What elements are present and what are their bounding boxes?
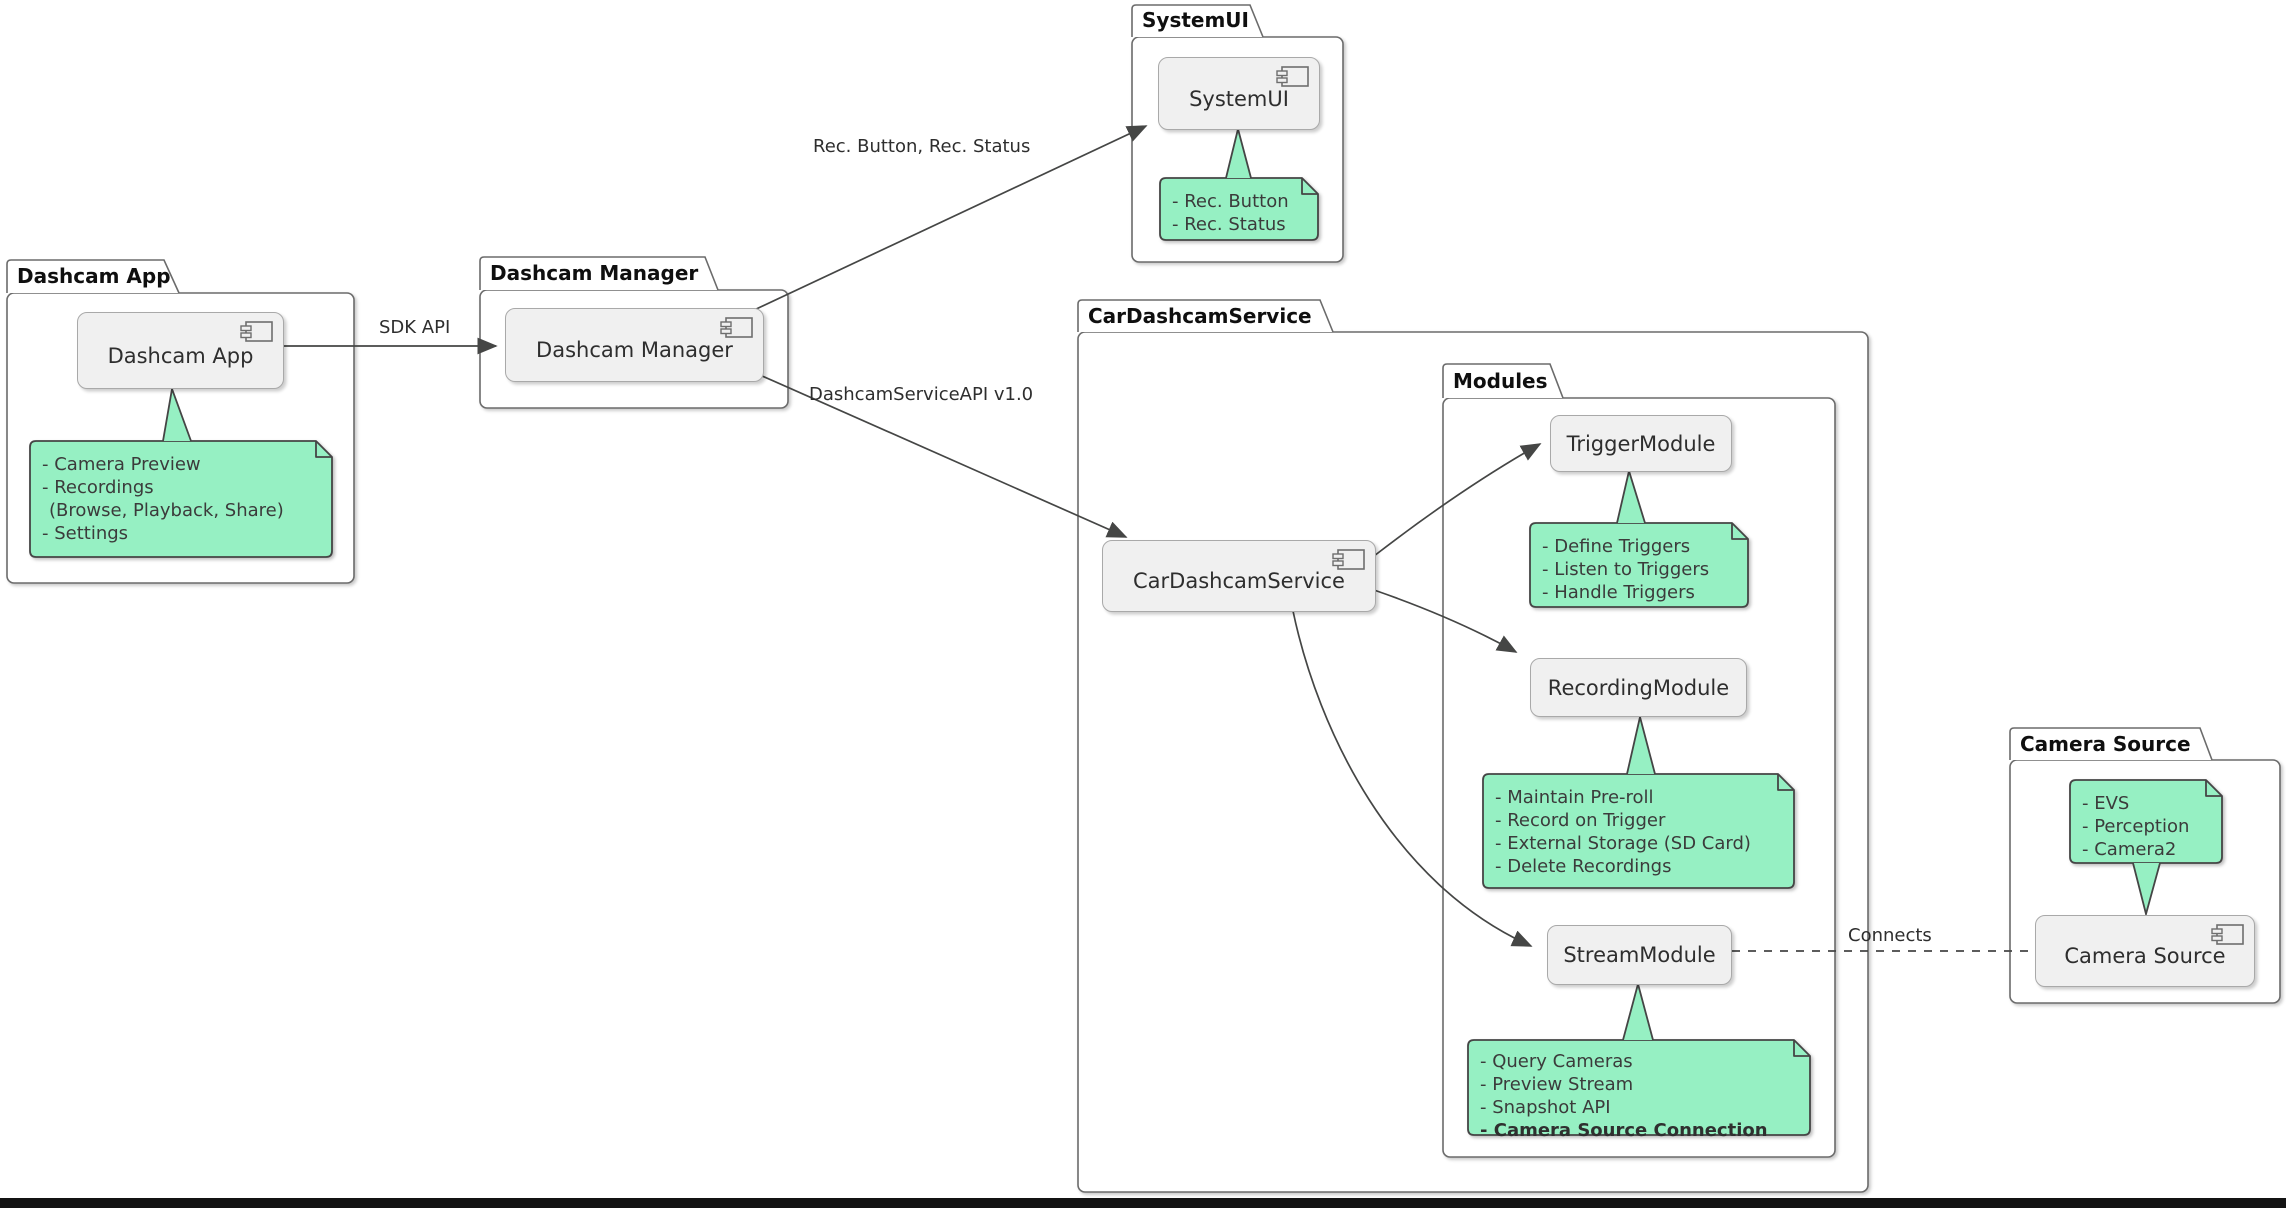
note-line: - Snapshot API	[1480, 1097, 1611, 1118]
package-title-modules: Modules	[1453, 369, 1548, 393]
edge-label-sdk-api: SDK API	[379, 317, 451, 338]
component-icon	[1330, 548, 1366, 577]
edge-label-connects: Connects	[1848, 925, 1932, 946]
component-trigger-module: TriggerModule	[1550, 415, 1732, 472]
component-icon	[1274, 65, 1310, 94]
note-line: - Maintain Pre-roll	[1495, 787, 1654, 808]
component-label: SystemUI	[1189, 86, 1289, 111]
note-line: - Perception	[2082, 816, 2190, 837]
note-line: - Camera Preview	[42, 454, 201, 475]
package-title-car-dashcam-service: CarDashcamService	[1088, 304, 1312, 328]
bottom-border-bar	[0, 1198, 2286, 1208]
component-systemui: SystemUI	[1158, 57, 1320, 130]
component-dashcam-manager: Dashcam Manager	[505, 308, 764, 382]
package-title-dashcam-app: Dashcam App	[17, 264, 171, 288]
component-label: CarDashcamService	[1133, 569, 1345, 593]
note-line: - EVS	[2082, 793, 2130, 814]
note-line: - Camera Source Connection	[1480, 1120, 1768, 1141]
component-dashcam-app: Dashcam App	[77, 312, 284, 389]
edge-label-rec-button-status: Rec. Button, Rec. Status	[813, 136, 1031, 157]
package-title-systemui: SystemUI	[1142, 8, 1249, 32]
note-line: - Query Cameras	[1480, 1051, 1633, 1072]
edge-service-to-recording	[1373, 589, 1518, 653]
note-text-systemui: - Rec. Button - Rec. Status	[1160, 180, 1330, 236]
component-icon	[2209, 923, 2245, 952]
component-label: StreamModule	[1563, 943, 1716, 967]
note-text-recording-module: - Maintain Pre-roll - Record on Trigger …	[1483, 776, 1806, 878]
note-line: - Rec. Button	[1172, 191, 1289, 212]
note-line: - External Storage (SD Card)	[1495, 833, 1751, 854]
component-camera-source: Camera Source	[2035, 915, 2255, 987]
component-car-dashcam-service: CarDashcamService	[1102, 540, 1376, 612]
note-line: - Rec. Status	[1172, 214, 1286, 235]
component-label: Dashcam App	[107, 343, 254, 368]
note-text-camera-source: - EVS - Perception - Camera2	[2070, 782, 2234, 861]
edge-label-dashcam-service-api: DashcamServiceAPI v1.0	[809, 384, 1034, 405]
component-label: Dashcam Manager	[536, 338, 733, 362]
note-line: - Handle Triggers	[1542, 582, 1695, 603]
component-label: Camera Source	[2064, 944, 2226, 968]
note-line: - Preview Stream	[1480, 1074, 1634, 1095]
component-icon	[238, 320, 274, 349]
note-line: - Camera2	[2082, 839, 2177, 860]
package-modules	[1442, 363, 1836, 1158]
note-text-trigger-module: - Define Triggers - Listen to Triggers -…	[1530, 525, 1760, 604]
note-line: - Record on Trigger	[1495, 810, 1666, 831]
component-icon	[718, 316, 754, 345]
note-line: - Listen to Triggers	[1542, 559, 1710, 580]
note-text-stream-module: - Query Cameras - Preview Stream - Snaps…	[1468, 1040, 1822, 1142]
edge-service-to-trigger	[1373, 443, 1542, 557]
note-line: - Recordings	[42, 477, 154, 498]
component-label: RecordingModule	[1547, 675, 1730, 700]
package-title-camera-source: Camera Source	[2020, 732, 2191, 756]
note-line: - Delete Recordings	[1495, 856, 1672, 877]
component-recording-module: RecordingModule	[1530, 658, 1747, 717]
note-line: - Define Triggers	[1542, 536, 1691, 557]
component-label: TriggerModule	[1566, 431, 1716, 456]
note-line: (Browse, Playback, Share)	[49, 500, 284, 521]
package-title-dashcam-manager: Dashcam Manager	[490, 261, 699, 285]
note-line: - Settings	[42, 523, 129, 544]
note-text-dashcam-app: - Camera Preview - Recordings (Browse, P…	[30, 443, 344, 545]
component-stream-module: StreamModule	[1547, 925, 1732, 985]
